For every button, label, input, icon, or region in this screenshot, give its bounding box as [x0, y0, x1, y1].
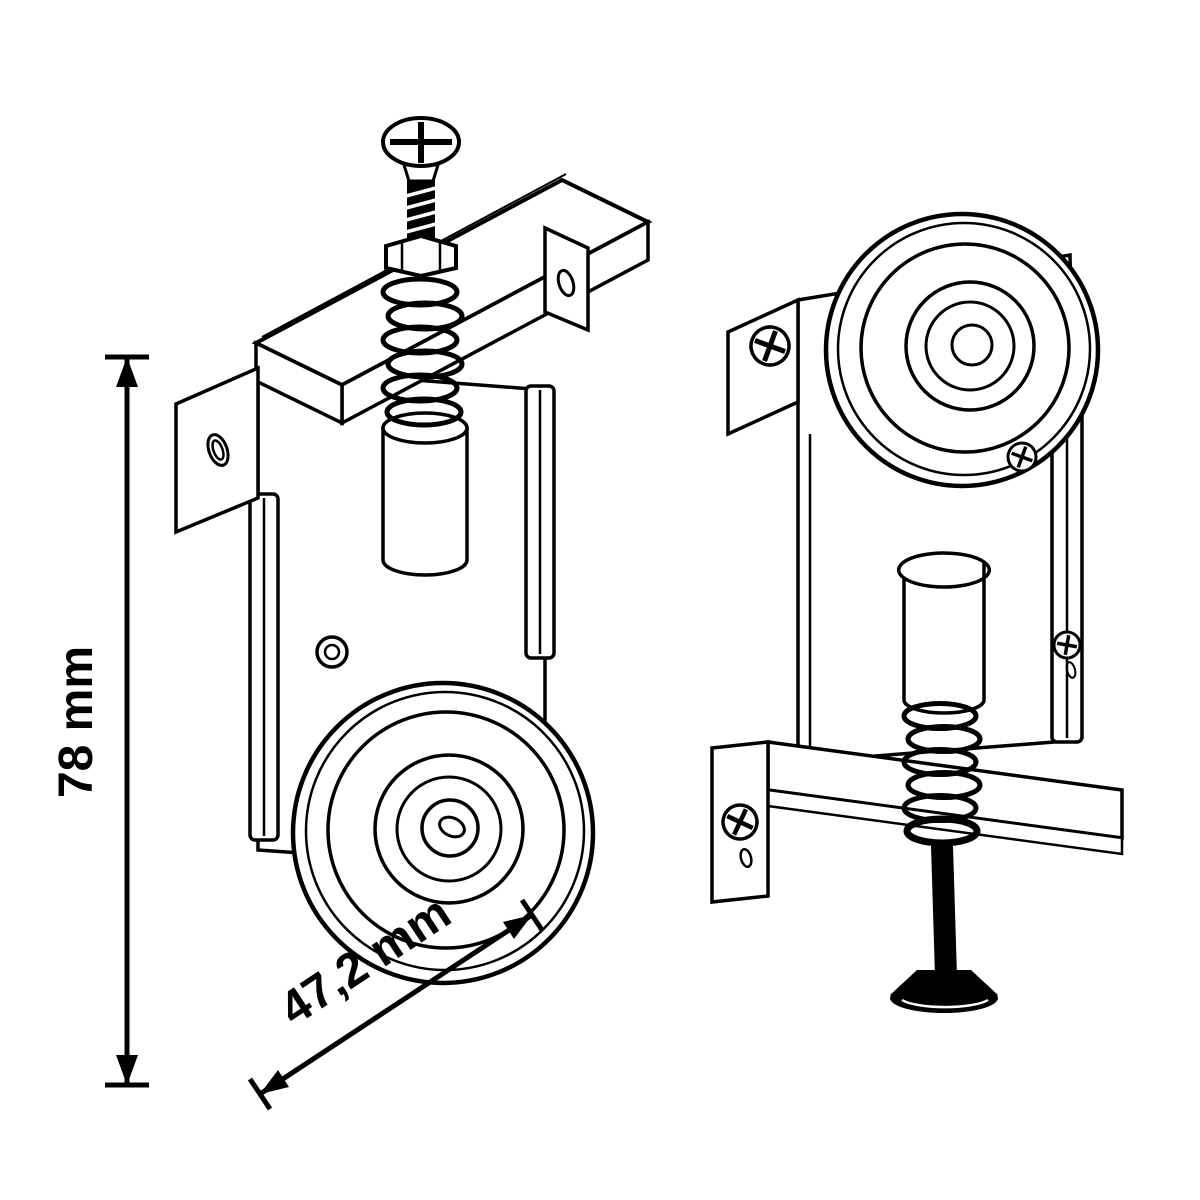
right-spring [901, 701, 983, 847]
left-ear-slot-hole [206, 433, 230, 467]
right-roller-wheel [823, 211, 1101, 489]
height-dimension-arrow-down [116, 1055, 138, 1085]
left-mounting-ear [174, 365, 260, 535]
right-cylinder-top-rim [902, 560, 992, 589]
right-wheel-rim-line [836, 221, 1092, 477]
left-adjustment-screw [381, 116, 461, 279]
right-screw-head-base [890, 983, 998, 1013]
height-dimension-label: 78 mm [50, 646, 103, 798]
right-wheel-hub-outer [904, 280, 1036, 412]
left-bracket-tab-slot [556, 268, 576, 298]
left-wheel-hub-outer [373, 753, 525, 905]
width-dimension-arrow-right [503, 915, 532, 939]
right-bottom-ear-phillips-cross [726, 814, 754, 830]
right-wheel-tread-ring [859, 242, 1071, 454]
right-adjustment-screw [890, 846, 998, 1013]
left-roller-assembly [174, 116, 653, 986]
right-wheel-bearing-ring [924, 300, 1016, 392]
right-wheel-outer-ring [823, 211, 1101, 489]
right-rail-screw [1052, 630, 1082, 679]
height-dimension: 78 mm [50, 354, 149, 1088]
right-screw-shaft [931, 846, 957, 976]
right-roller-assembly [710, 211, 1124, 1013]
left-ear-slot-hole-inner [211, 439, 225, 461]
left-wheel-bearing-ring [395, 775, 503, 883]
right-top-ear-screw [749, 325, 791, 367]
left-spring [380, 276, 465, 428]
right-wheel-axle-hole [950, 323, 994, 367]
left-screw-thread [405, 210, 437, 222]
width-dimension-line [258, 912, 534, 1097]
left-wheel-bearing-inner [420, 798, 480, 858]
left-body-hole [315, 635, 349, 669]
right-screw-head-highlight [901, 998, 989, 1009]
height-dimension-arrow-up [116, 357, 138, 387]
left-wheel-axle-hole [438, 815, 466, 839]
right-rail-screw-cross [1056, 641, 1078, 649]
left-cylinder-body [381, 426, 469, 577]
right-bottom-ear-screw [721, 803, 759, 841]
right-piston-cylinder [896, 551, 992, 715]
right-plate-screw [1006, 441, 1038, 473]
left-roller-wheel [290, 680, 596, 986]
left-body-hole-inner [323, 643, 341, 661]
left-hex-nut [384, 233, 458, 279]
width-dimension-arrow-left [260, 1070, 289, 1094]
right-plate-screw-cross [1011, 451, 1033, 463]
left-screw-thread [405, 222, 437, 234]
right-rail-screw-slot [1065, 661, 1077, 679]
left-spring-coil [384, 396, 464, 428]
right-cylinder-body [896, 551, 986, 715]
left-wheel-tread-ring [326, 710, 566, 950]
left-piston-cylinder [381, 411, 469, 577]
left-screw-thread [405, 198, 437, 210]
left-screw-thread [405, 186, 437, 198]
left-bracket-right-tab [543, 225, 590, 333]
right-spring-coil-end [903, 815, 981, 847]
right-bottom-ear-slot [739, 847, 753, 869]
right-top-ear-phillips-cross [754, 338, 786, 354]
right-top-mounting-ear [726, 297, 800, 437]
